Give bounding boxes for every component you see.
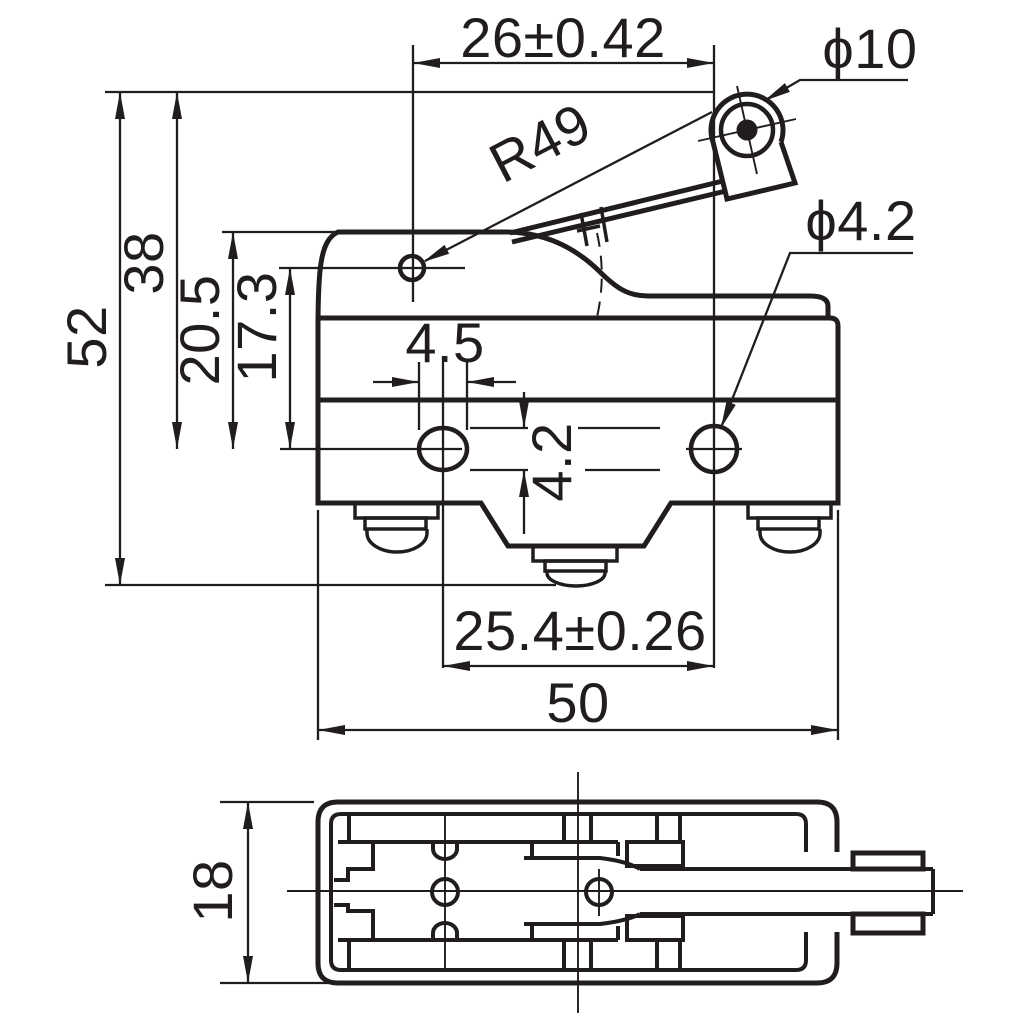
dim-173-label: 17.3 [225, 272, 288, 383]
dim-26: 26±0.42 [413, 6, 714, 69]
terminal-middle-screw-dome [545, 571, 607, 588]
lever-arm-lower-edge [511, 188, 727, 245]
dim-254-arrow-right [687, 661, 714, 671]
dim-45-arrow-left [392, 377, 419, 387]
dim-38-arrow-bottom [172, 422, 182, 449]
terminal-left-neck [363, 516, 428, 531]
housing-inner-wall [329, 812, 808, 972]
leader-phi10-label: ϕ10 [822, 17, 917, 80]
dim-18-arrow-top [243, 802, 253, 829]
dim-45: 4.5 [373, 311, 516, 387]
travel-arc-dashed [596, 232, 603, 318]
leader-r49-line [424, 110, 713, 263]
dim-52: 52 [55, 92, 125, 585]
lever-travel-marks [576, 206, 609, 318]
lever-spring-block-bottom [625, 914, 685, 942]
dim-45-label: 4.5 [405, 311, 484, 374]
body-cover-outline [315, 229, 831, 400]
leader-phi42: ϕ4.2 [716, 189, 916, 430]
dim-50: 50 [318, 671, 838, 735]
dim-18-label: 18 [181, 859, 244, 922]
terminal-right-neck [756, 516, 821, 531]
dim-26-label: 26±0.42 [460, 6, 666, 69]
leader-r49: R49 [420, 91, 713, 267]
dim-254-label: 25.4±0.26 [453, 599, 706, 662]
dim-254: 25.4±0.26 [443, 599, 714, 671]
dim-45-arrow-right [467, 377, 494, 387]
roller-centerline-cross [736, 85, 758, 175]
dim-18: 18 [181, 800, 332, 985]
housing [315, 799, 840, 986]
dim-50-label: 50 [546, 671, 609, 734]
leader-phi42-label: ϕ4.2 [805, 189, 916, 252]
front-view: 26±0.42 52 38 20.5 17.3 [55, 6, 917, 740]
dim-38: 38 [112, 92, 182, 449]
terminal-middle [531, 544, 619, 588]
dim-205-arrow-bottom [228, 422, 238, 449]
dim-50-arrow-right [811, 725, 838, 735]
terminal-left-screw-dome [365, 529, 429, 554]
dim-205-label: 20.5 [168, 275, 231, 386]
dim-205: 20.5 [168, 232, 238, 449]
lever-guide-bottom [524, 912, 641, 926]
lever-spring-block-top [625, 840, 685, 868]
dim-26-arrow-left [413, 58, 440, 68]
dim-173-arrow-bottom [285, 422, 295, 449]
travel-tick-bar [576, 224, 601, 233]
dim-52-arrow-top [115, 92, 125, 119]
lever-arm-upper-edge [509, 178, 724, 236]
dim-38-label: 38 [112, 231, 175, 294]
travel-tick-2 [599, 206, 609, 243]
dim-254-arrow-left [443, 661, 470, 671]
dim-38-arrow-top [172, 92, 182, 119]
dim-18-arrow-bottom [243, 956, 253, 983]
bottom-view: 18 [181, 772, 963, 1013]
housing-outer-wall [315, 799, 840, 986]
leader-phi42-line [720, 251, 913, 426]
internal-structure [334, 814, 685, 970]
dim-52-label: 52 [55, 305, 118, 368]
terminal-left [353, 501, 440, 554]
dim-26-arrow-right [687, 58, 714, 68]
dim-42-label: 4.2 [520, 422, 583, 501]
terminal-right-screw-dome [758, 529, 822, 554]
leader-phi10: ϕ10 [761, 17, 917, 106]
dim-173: 17.3 [225, 268, 295, 449]
roller-wheel [718, 101, 776, 159]
comb-steps [334, 842, 375, 940]
extension-lines [105, 45, 840, 740]
dim-205-arrow-top [228, 232, 238, 259]
roller-edge-top [850, 850, 926, 872]
terminal-middle-neck [543, 559, 608, 573]
dim-50-arrow-left [318, 725, 345, 735]
switch-body [315, 229, 841, 588]
body-seam-and-base-outline [315, 315, 841, 549]
lever-assembly [509, 85, 799, 245]
lever-guide-top [524, 856, 641, 871]
terminal-right [746, 501, 833, 554]
roller-edge-bottom [850, 911, 926, 936]
dim-52-arrow-bottom [115, 558, 125, 585]
roller-fork-bracket [710, 141, 799, 203]
dim-42: 4.2 [519, 392, 583, 534]
